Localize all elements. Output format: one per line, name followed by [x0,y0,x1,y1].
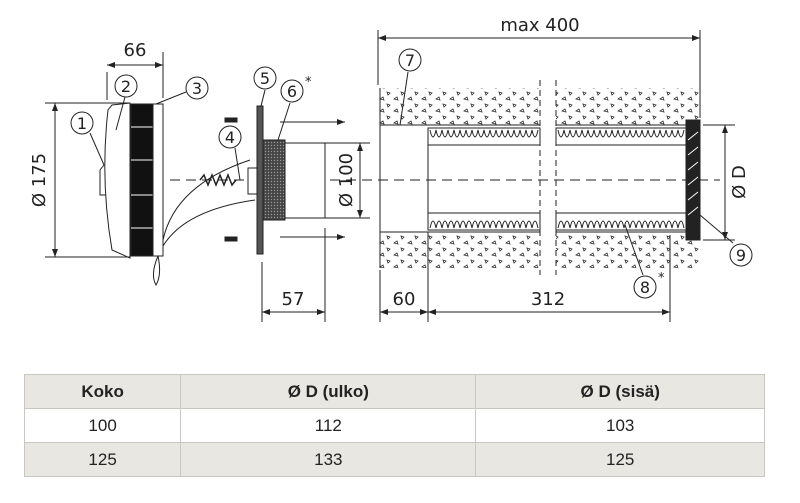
svg-text:8: 8 [640,278,650,297]
callout-9: 9 [729,243,753,267]
dim-60-label: 60 [393,289,416,310]
callout-4: 4 [218,125,242,149]
dim-100-label: Ø 100 [336,153,357,207]
header-d-ulko: Ø D (ulko) [180,374,477,409]
dim-57-label: 57 [282,289,305,310]
callout-8: 8* [633,271,665,299]
cell-d-sisa: 125 [475,442,765,477]
callouts: 1 2 3 4 5 6* 7 8* 9 [70,48,753,299]
dim-312-label: 312 [531,289,565,310]
svg-text:9: 9 [736,246,746,265]
dim-d-label: Ø D [729,165,750,199]
table-row: 100 112 103 [23,408,765,443]
cell-d-sisa: 103 [475,408,765,443]
callout-7: 7 [398,48,422,72]
callout-6: 6* [280,75,312,103]
callout-5: 5 [253,66,277,90]
svg-text:2: 2 [121,77,131,96]
size-table: Koko Ø D (ulko) Ø D (sisä) 100 112 103 1… [23,374,765,477]
svg-text:*: * [658,271,665,286]
cell-d-ulko: 133 [180,442,477,477]
svg-text:1: 1 [77,114,87,133]
svg-text:5: 5 [260,69,270,88]
table-row: 125 133 125 [23,442,765,477]
svg-text:3: 3 [192,79,202,98]
svg-text:*: * [305,75,312,90]
svg-text:6: 6 [287,82,297,101]
cell-d-ulko: 112 [180,408,477,443]
header-koko: Koko [23,374,182,409]
dim-max-400-label: max 400 [500,15,579,36]
header-d-sisa: Ø D (sisä) [475,374,765,409]
table-header-row: Koko Ø D (ulko) Ø D (sisä) [23,374,765,409]
svg-text:7: 7 [405,51,415,70]
valve-cover-unit [99,102,256,286]
callout-2: 2 [114,74,138,98]
cell-koko: 125 [23,442,182,477]
cell-koko: 100 [23,408,182,443]
dim-175-label: Ø 175 [29,153,50,207]
svg-text:4: 4 [225,128,235,147]
wall-plate-unit [224,105,326,255]
callout-3: 3 [185,76,209,100]
dim-66-label: 66 [124,40,147,61]
callout-1: 1 [70,111,94,135]
technical-drawing: 66 Ø 175 Ø 100 57 max 400 60 312 Ø D 1 2… [29,15,753,322]
